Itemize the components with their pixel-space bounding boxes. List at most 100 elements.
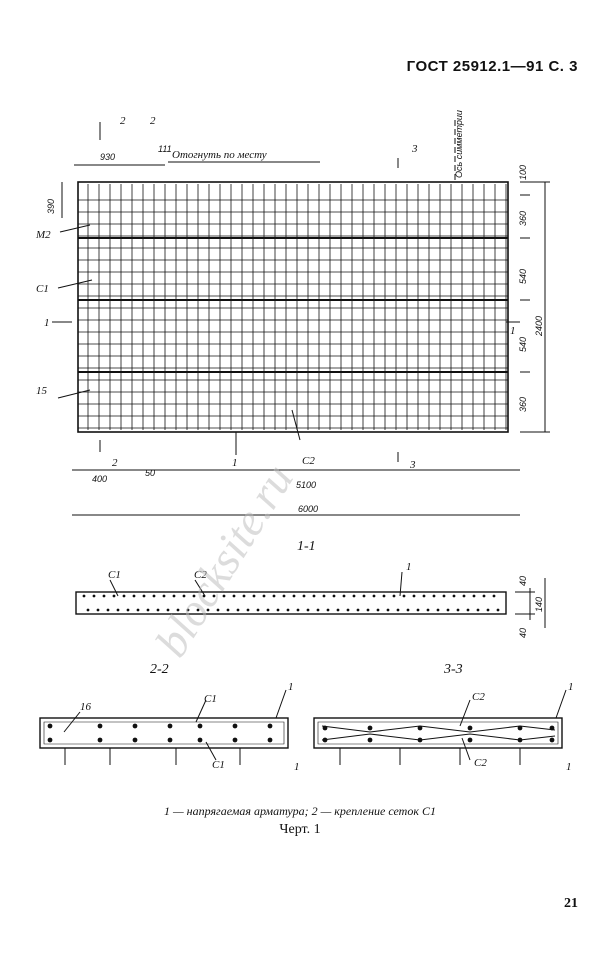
section-1-1-text: 1-1 С1 С2 1 40 140 40 <box>108 539 544 638</box>
section-2-2-text: 2-2 16 С1 С1 1 1 <box>80 662 300 773</box>
bar-section-dot <box>466 608 470 612</box>
figure-label: Черт. 1 <box>279 822 321 837</box>
bar-section-dot <box>322 594 326 598</box>
bar-section-dot <box>346 608 350 612</box>
section-mark-1-left: 1 <box>44 317 50 329</box>
section-2-2-bars <box>47 723 273 743</box>
dim-390: 390 <box>46 199 56 214</box>
bar-section-dot <box>452 594 456 598</box>
bar-section-dot <box>197 737 203 743</box>
bar-section-dot <box>549 737 555 743</box>
bar-section-dot <box>416 608 420 612</box>
figure-caption: 1 — напрягаемая арматура; 2 — крепление … <box>164 804 436 818</box>
sec22-label-16: 16 <box>80 701 92 713</box>
sec33-label-c2-bottom: С2 <box>474 757 487 769</box>
sym-axis-label: Ось симметрии <box>454 110 464 178</box>
bar-section-dot <box>266 608 270 612</box>
bar-section-dot <box>386 608 390 612</box>
dim-6000: 6000 <box>298 504 318 514</box>
bar-section-dot <box>236 608 240 612</box>
sec33-label-c2-top: С2 <box>472 691 485 703</box>
bar-section-dot <box>282 594 286 598</box>
label-c2-bottom: С2 <box>302 455 315 467</box>
bar-section-dot <box>467 725 473 731</box>
label-c1: С1 <box>36 283 49 295</box>
bar-section-dot <box>492 594 496 598</box>
bar-section-dot <box>417 725 423 731</box>
section-mark-2-bottom: 2 <box>112 457 118 469</box>
bar-section-dot <box>336 608 340 612</box>
section-3-3-text: 3-3 С2 С2 1 1 <box>443 662 574 773</box>
dim-100: 100 <box>518 165 528 180</box>
watermark: blocksite.ru <box>145 455 303 665</box>
bar-section-dot <box>517 737 523 743</box>
bar-section-dot <box>456 608 460 612</box>
bar-section-dot <box>167 737 173 743</box>
label-m2: М2 <box>35 229 51 241</box>
bar-section-dot <box>106 608 110 612</box>
bar-section-dot <box>432 594 436 598</box>
bar-section-dot <box>132 737 138 743</box>
bar-section-dot <box>232 594 236 598</box>
bar-section-dot <box>332 594 336 598</box>
bar-section-dot <box>326 608 330 612</box>
dim-360a: 360 <box>518 211 528 226</box>
section-2-2-view <box>39 689 289 765</box>
bar-section-dot <box>366 608 370 612</box>
section-1-1-title: 1-1 <box>297 539 316 554</box>
sec11-label-1: 1 <box>406 561 412 573</box>
bar-section-dot <box>417 737 423 743</box>
bar-section-dot <box>392 594 396 598</box>
bar-section-dot <box>422 594 426 598</box>
bar-section-dot <box>232 737 238 743</box>
section-mark-3-bottom: 3 <box>409 459 416 471</box>
bar-section-dot <box>242 594 246 598</box>
bar-section-dot <box>549 725 555 731</box>
bar-section-dot <box>426 608 430 612</box>
standard-header: ГОСТ 25912.1—91 С. 3 <box>406 58 578 75</box>
plan-text: 930 111 Отогнуть по месту Ось симметрии … <box>35 110 544 514</box>
bar-section-dot <box>476 608 480 612</box>
bar-section-dot <box>167 723 173 729</box>
bar-section-dot <box>186 608 190 612</box>
bar-section-dot <box>146 608 150 612</box>
bar-section-dot <box>356 608 360 612</box>
sec22-label-c1-bottom: С1 <box>212 759 225 771</box>
bar-section-dot <box>112 594 116 598</box>
label-1-bottom: 1 <box>232 457 238 469</box>
sec33-label-1-top: 1 <box>568 681 574 693</box>
plan-mesh-grid <box>78 184 508 430</box>
section-mark-1-right: 1 <box>510 325 516 337</box>
bar-section-dot <box>402 594 406 598</box>
bar-section-dot <box>222 594 226 598</box>
bar-section-dot <box>482 594 486 598</box>
bar-section-dot <box>382 594 386 598</box>
sec33-label-1-bottom: 1 <box>566 761 572 773</box>
bar-section-dot <box>122 594 126 598</box>
bar-section-dot <box>262 594 266 598</box>
bar-section-dot <box>82 594 86 598</box>
bar-section-dot <box>192 594 196 598</box>
dim-540a: 540 <box>518 269 528 284</box>
bar-section-dot <box>182 594 186 598</box>
dim-50: 50 <box>145 468 155 478</box>
bar-section-dot <box>196 608 200 612</box>
bar-section-dot <box>92 594 96 598</box>
section-1-1-view <box>75 571 546 628</box>
bar-section-dot <box>462 594 466 598</box>
bar-section-dot <box>362 594 366 598</box>
bar-section-dot <box>267 723 273 729</box>
dim-360b: 360 <box>518 397 528 412</box>
bar-section-dot <box>132 723 138 729</box>
bar-section-dot <box>86 608 90 612</box>
section-3-3-title: 3-3 <box>443 662 463 677</box>
bar-section-dot <box>342 594 346 598</box>
dim-111: 111 <box>158 144 172 154</box>
bar-section-dot <box>367 737 373 743</box>
dim-5100: 5100 <box>296 480 316 490</box>
sec11-label-c2: С2 <box>194 569 207 581</box>
dim-2400: 2400 <box>534 316 544 337</box>
bar-section-dot <box>372 594 376 598</box>
mesh-c2-wave <box>321 725 556 733</box>
bar-section-dot <box>142 594 146 598</box>
